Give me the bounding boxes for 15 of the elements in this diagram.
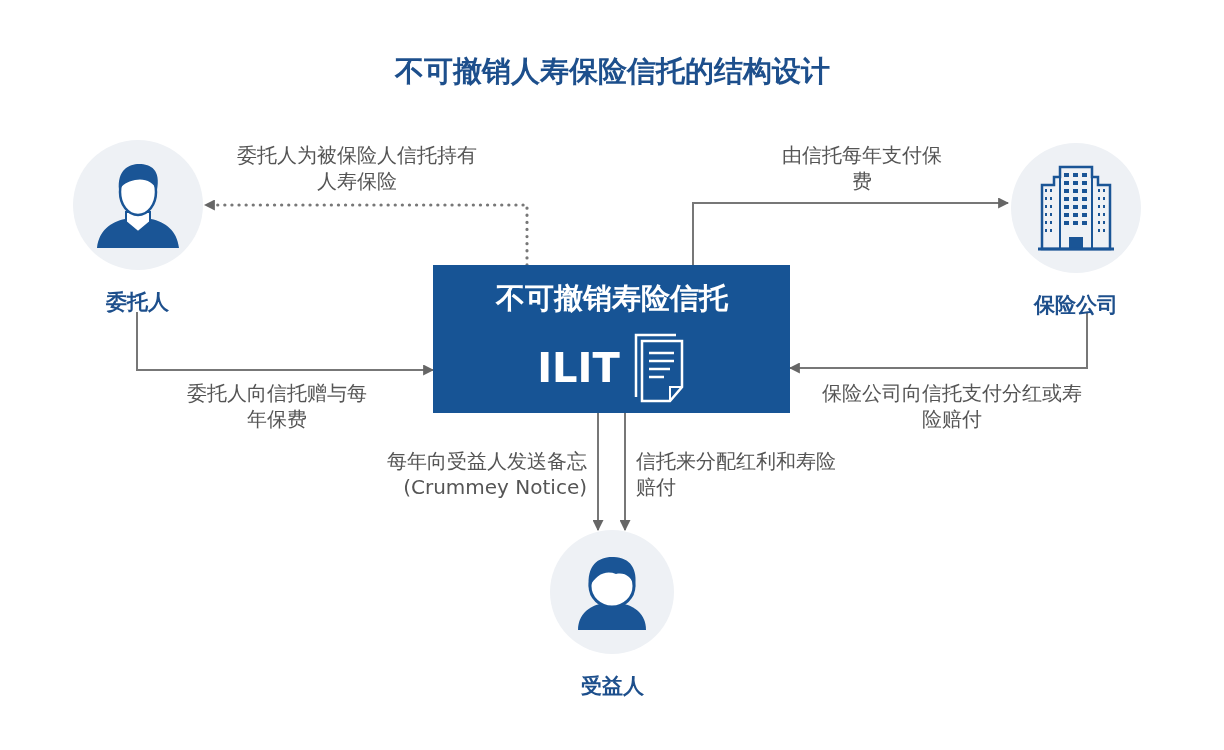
trust-box bbox=[433, 265, 790, 413]
box-title: 不可撤销寿险信托 bbox=[495, 280, 728, 317]
dotted-arrow bbox=[203, 199, 529, 267]
arrow bbox=[136, 311, 435, 376]
arrow bbox=[619, 412, 631, 532]
edge-label: 由信托每年支付保费 bbox=[780, 142, 944, 194]
arrow bbox=[692, 197, 1010, 266]
box-label: ILIT bbox=[537, 345, 620, 391]
node-label: 委托人 bbox=[106, 289, 169, 316]
node-label: 受益人 bbox=[580, 673, 644, 700]
edge-label: 信托来分配红利和寿险赔付 bbox=[634, 448, 838, 500]
diagram-title: 不可撤销人寿保险信托的结构设计 bbox=[394, 54, 830, 88]
node-label: 保险公司 bbox=[1033, 292, 1118, 319]
arrow bbox=[592, 412, 604, 532]
edge-label: 委托人为被保险人信托持有人寿保险 bbox=[235, 142, 479, 194]
